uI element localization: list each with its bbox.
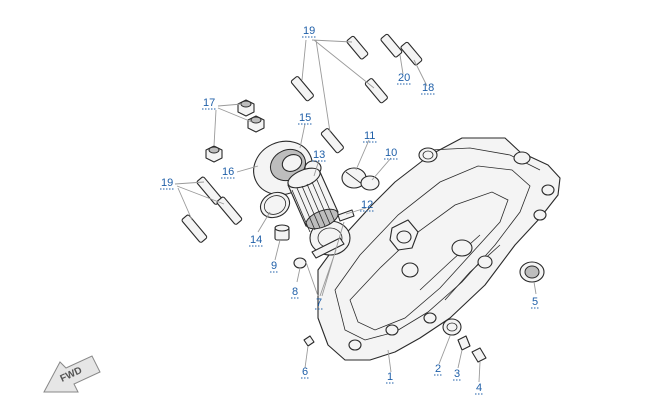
fwd-arrow-icon: FWD — [43, 355, 101, 393]
callout-8: 8 — [292, 286, 298, 298]
dowel-pins — [274, 209, 355, 269]
callout-11: 11 — [364, 130, 375, 142]
callout-18: 18 — [422, 82, 434, 94]
callout-9: 9 — [271, 260, 277, 272]
callout-10: 10 — [385, 147, 397, 159]
callout-20: 20 — [398, 72, 410, 84]
callout-labels: 19 20 18 17 15 11 10 13 16 19 12 14 9 8 … — [160, 25, 539, 395]
o-ring-14-inner — [263, 195, 287, 215]
nuts-17 — [205, 99, 265, 163]
callout-3: 3 — [454, 368, 460, 380]
callout-4: 4 — [476, 382, 482, 394]
callout-17: 17 — [203, 97, 215, 109]
bolts-19-top — [290, 33, 423, 154]
callout-19-top: 19 — [303, 25, 315, 37]
callout-7: 7 — [316, 297, 322, 309]
callout-12: 12 — [361, 199, 373, 211]
callout-15: 15 — [299, 112, 311, 124]
callout-5: 5 — [532, 296, 538, 308]
callout-1: 1 — [387, 371, 393, 383]
callout-2: 2 — [435, 363, 441, 375]
callout-14: 14 — [250, 234, 262, 246]
callout-16: 16 — [222, 166, 234, 178]
leader-lines — [174, 39, 537, 383]
callout-13: 13 — [313, 149, 325, 161]
oil-filler-plug — [341, 167, 380, 191]
callout-6: 6 — [302, 366, 308, 378]
bolts-19-left — [181, 176, 243, 243]
crankcase-cover — [309, 137, 561, 361]
small-parts-right — [303, 261, 545, 363]
oil-filter-element — [287, 167, 339, 233]
callout-19-left: 19 — [161, 177, 173, 189]
